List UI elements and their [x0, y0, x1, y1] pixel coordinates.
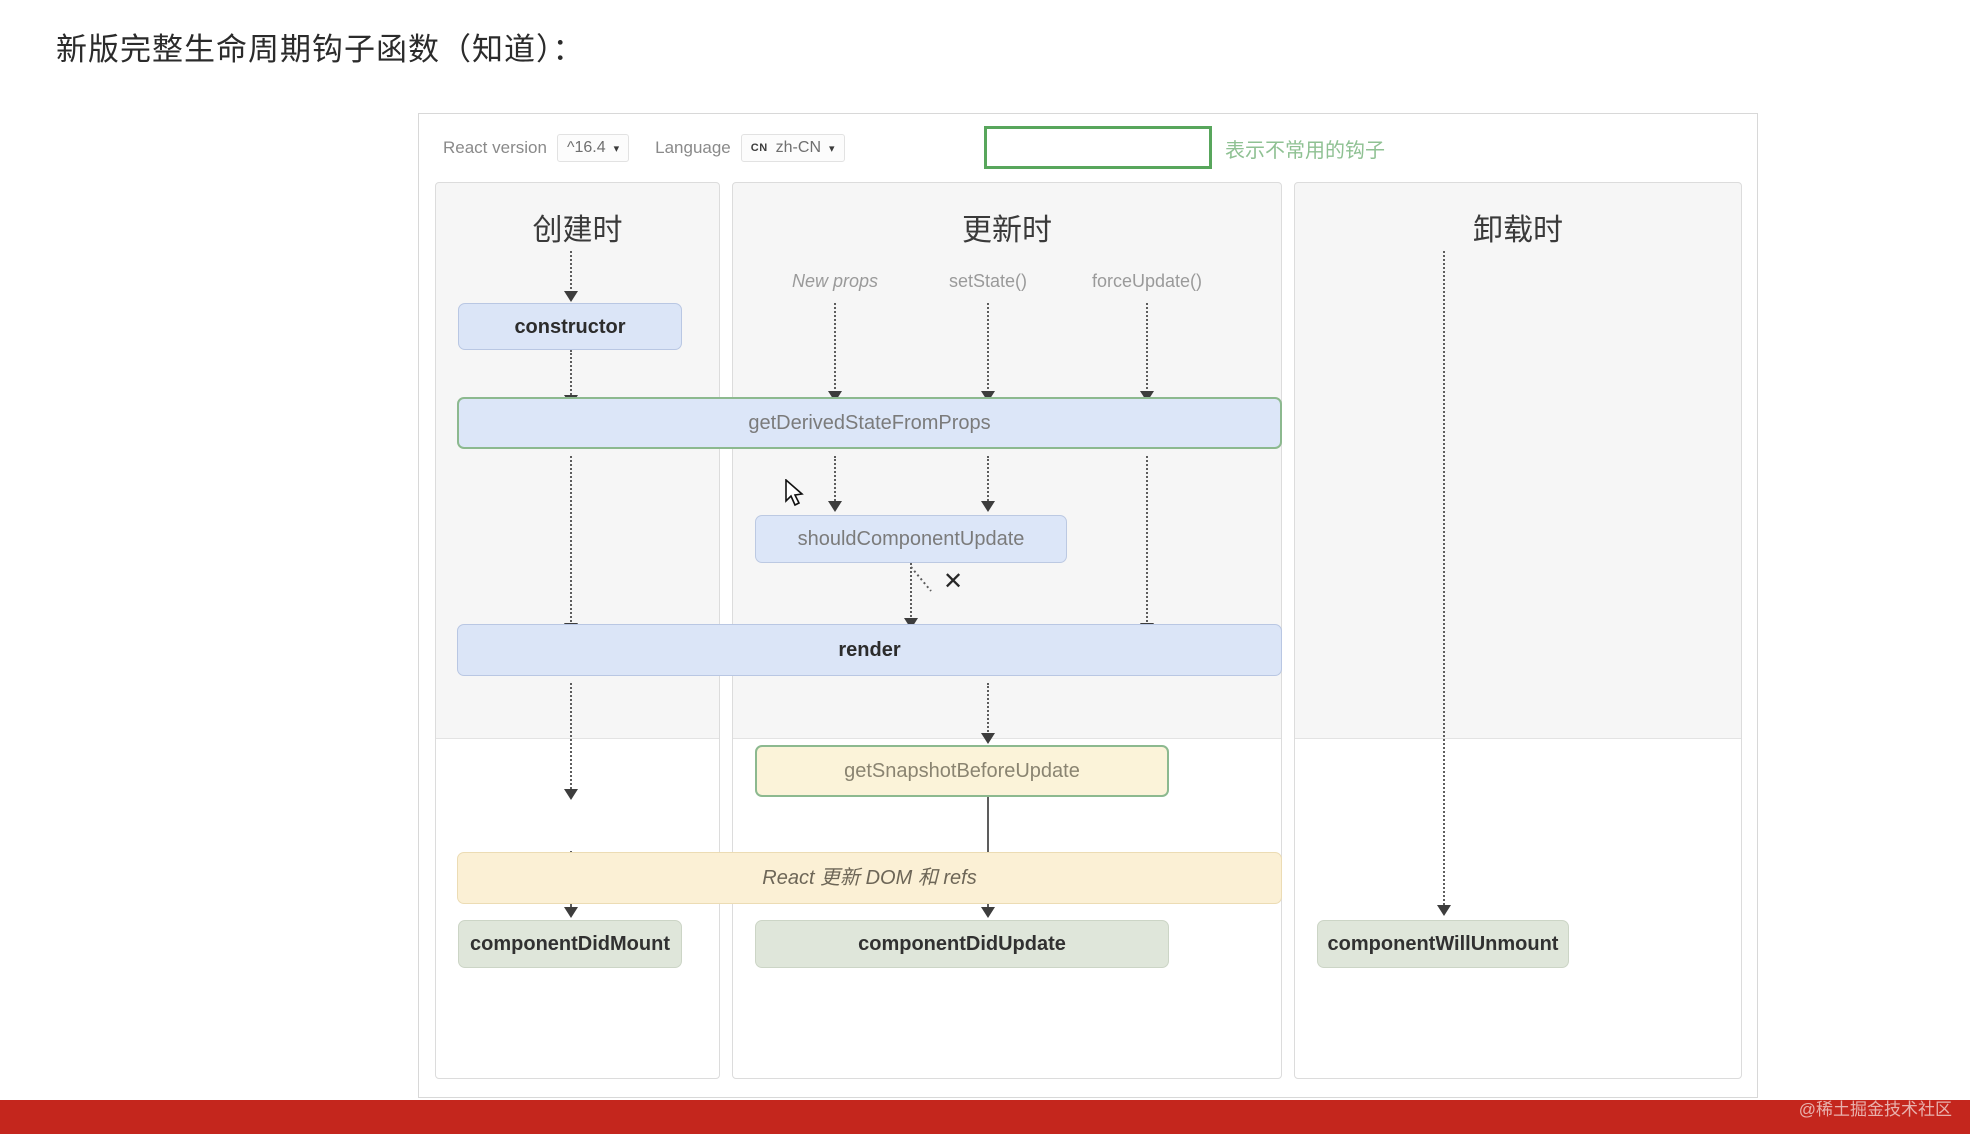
skip-marker-x-icon: ✕ — [943, 568, 964, 595]
node-component-did-mount[interactable]: componentDidMount — [458, 920, 682, 968]
arrowhead-icon — [564, 789, 578, 800]
legend-label: 表示不常用的钩子 — [1225, 140, 1385, 162]
connector-line — [570, 456, 572, 626]
arrowhead-icon — [904, 618, 918, 629]
node-constructor[interactable]: constructor — [458, 303, 682, 350]
arrowhead-icon — [828, 391, 842, 402]
connector-line — [987, 797, 989, 853]
skip-branch-line — [910, 566, 932, 592]
connector-line — [987, 456, 989, 504]
arrowhead-icon — [828, 501, 842, 512]
phase-divider — [733, 738, 1281, 739]
language-value: zh-CN — [775, 139, 821, 156]
language-flag-icon: CN — [750, 142, 768, 154]
react-version-group: React version ^16.4 ▾ — [443, 134, 630, 162]
arrowhead-icon — [981, 907, 995, 918]
bottom-red-bar — [0, 1100, 1970, 1134]
diagram-toolbar: React version ^16.4 ▾ Language CN zh-CN … — [443, 126, 845, 170]
connector-line — [1146, 303, 1148, 393]
node-get-snapshot-before-update[interactable]: getSnapshotBeforeUpdate — [755, 745, 1169, 797]
connector-line — [910, 563, 912, 621]
node-react-updates-dom[interactable]: React 更新 DOM 和 refs — [457, 852, 1282, 904]
arrowhead-icon — [1437, 905, 1451, 916]
react-version-label: React version — [443, 138, 547, 157]
watermark-label: @稀土掘金技术社区 — [1798, 1100, 1952, 1119]
arrowhead-icon — [1140, 391, 1154, 402]
connector-line — [1443, 251, 1445, 909]
language-select[interactable]: CN zh-CN ▾ — [740, 134, 845, 162]
column-unmounting: 卸载时 componentWillUnmount — [1294, 182, 1742, 1079]
arrowhead-icon — [564, 291, 578, 302]
trigger-label-new-props: New props — [791, 271, 879, 291]
node-component-did-update[interactable]: componentDidUpdate — [755, 920, 1169, 968]
arrowhead-icon — [981, 501, 995, 512]
connector-line — [834, 456, 836, 504]
arrowhead-icon — [564, 907, 578, 918]
phase-divider — [436, 738, 719, 739]
column-title-mounting: 创建时 — [532, 214, 623, 247]
connector-line — [987, 683, 989, 736]
node-get-derived-state-from-props[interactable]: getDerivedStateFromProps — [457, 397, 1282, 449]
chevron-down-icon: ▾ — [613, 142, 620, 155]
column-title-unmounting: 卸载时 — [1473, 214, 1563, 247]
arrowhead-icon — [981, 391, 995, 402]
mouse-cursor-icon — [785, 479, 804, 507]
node-should-component-update[interactable]: shouldComponentUpdate — [755, 515, 1067, 563]
column-title-updating: 更新时 — [962, 214, 1052, 247]
react-version-select[interactable]: ^16.4 ▾ — [556, 134, 630, 162]
language-label: Language — [655, 138, 731, 157]
connector-line — [1146, 456, 1148, 626]
react-version-value: ^16.4 — [566, 139, 606, 156]
connector-line — [834, 303, 836, 393]
legend-swatch — [984, 126, 1212, 169]
connector-line — [570, 683, 572, 793]
page-title: 新版完整生命周期钩子函数（知道）： — [56, 32, 585, 67]
node-component-will-unmount[interactable]: componentWillUnmount — [1317, 920, 1569, 968]
trigger-label-set-state: setState() — [948, 271, 1028, 291]
connector-line — [570, 251, 572, 293]
connector-line — [570, 350, 572, 398]
connector-line — [987, 303, 989, 393]
trigger-label-force-update: forceUpdate() — [1091, 271, 1203, 291]
language-group: Language CN zh-CN ▾ — [655, 134, 845, 162]
phase-divider — [1295, 738, 1741, 739]
arrowhead-icon — [981, 733, 995, 744]
lifecycle-diagram: React version ^16.4 ▾ Language CN zh-CN … — [418, 113, 1758, 1098]
chevron-down-icon: ▾ — [829, 142, 835, 155]
node-render[interactable]: render — [457, 624, 1282, 676]
